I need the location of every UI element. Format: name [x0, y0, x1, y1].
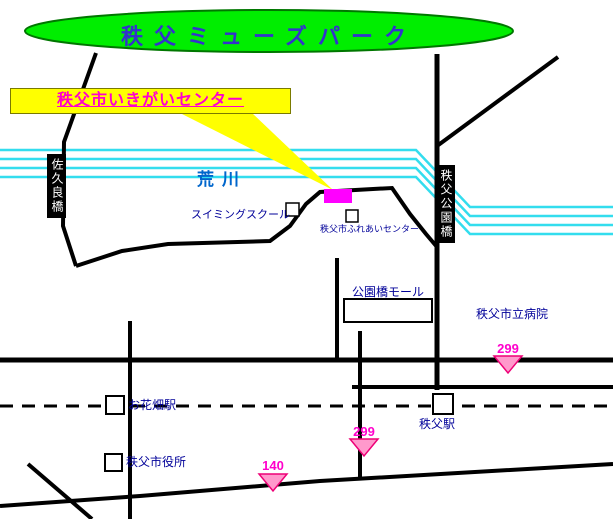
ohanabatake-station-box	[105, 395, 125, 415]
chichibu-station-label: 秩父駅	[419, 417, 456, 431]
riverside-winding-road	[75, 185, 439, 268]
chichibu-station-box	[432, 393, 454, 415]
route-299-east-marker-triangle	[492, 355, 524, 375]
route-299-east-number: 299	[497, 341, 519, 356]
route-299-south-number: 299	[353, 424, 375, 439]
swimming-school-box	[285, 202, 300, 217]
muse-park-ellipse	[24, 9, 514, 53]
swimming-school-label: スイミングスクール	[191, 209, 290, 221]
city-hall-label: 秩父市役所	[126, 455, 187, 469]
route-299-south-marker-triangle	[348, 438, 380, 458]
northeast-diagonal-road	[435, 55, 560, 148]
mall-building	[343, 298, 433, 323]
arakawa-river-label: 荒川	[197, 170, 247, 189]
fureai-center-box	[345, 209, 359, 223]
southwest-branch-road	[26, 462, 94, 519]
ikigai-center-callout: 秩父市いきがいセンター	[10, 88, 291, 114]
chichibu-park-bridge-label: 秩父公園橋	[436, 165, 455, 243]
hospital-label: 秩父市立病院	[476, 307, 549, 321]
ikigai-center-building	[324, 189, 352, 203]
route-140-number: 140	[262, 458, 284, 473]
callout-arrow	[180, 113, 333, 190]
fureai-center-label: 秩父市ふれあいセンター	[320, 224, 420, 234]
city-hall-box	[104, 453, 123, 472]
ohanabatake-station-label: お花畑駅	[128, 398, 177, 412]
route-140-marker-triangle	[257, 473, 289, 493]
mall-label: 公園橋モール	[352, 285, 425, 299]
route-140-road	[0, 462, 613, 508]
muse-park-label: 秩父ミューズパーク	[121, 24, 417, 49]
sakura-bridge-label: 佐久良橋	[47, 154, 66, 218]
